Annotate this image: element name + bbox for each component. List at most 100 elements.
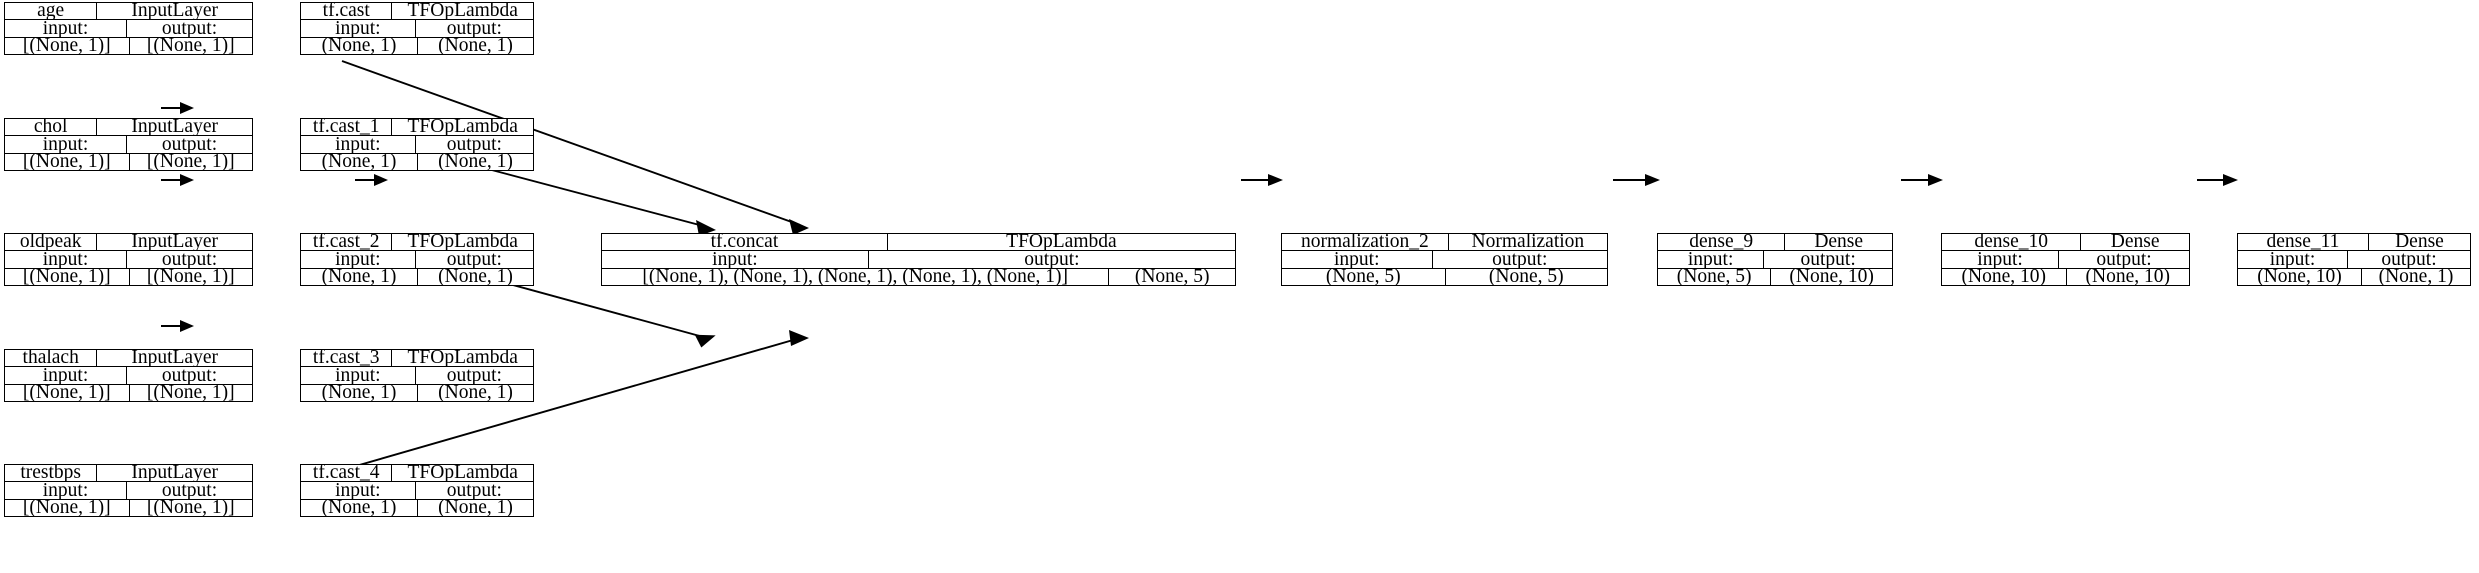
node-input-label: input:: [1333, 251, 1380, 268]
node-output-shape: (None, 1): [417, 384, 533, 401]
node-layer-name: dense_11: [2266, 234, 2340, 251]
graph-node-tf-concat[interactable]: tf.concat TFOpLambda input: output:[(None, …: [601, 233, 1236, 286]
node-layer-type: Dense: [2367, 234, 2470, 251]
node-input-label: input:: [42, 367, 89, 384]
node-layer-type: InputLayer: [96, 119, 252, 136]
node-input-shape: [(None, 1)]: [22, 499, 111, 516]
node-layer-type: TFOpLambda: [886, 234, 1235, 251]
node-input-shape: [(None, 1), (None, 1), (None, 1), (None,…: [642, 268, 1068, 285]
graph-node-dense-11[interactable]: dense_11 Dense input: output: (None, 10) (Non…: [2237, 233, 2471, 286]
node-output-label: output:: [126, 251, 252, 268]
node-output-label: output:: [867, 251, 1235, 268]
node-input-shape: (None, 5): [1676, 268, 1752, 285]
node-output-shape: [(None, 1)]: [128, 37, 253, 54]
node-input-label: input:: [42, 136, 89, 153]
node-layer-name: oldpeak: [19, 234, 82, 251]
node-layer-type: TFOpLambda: [391, 350, 533, 367]
node-layer-type: InputLayer: [96, 350, 252, 367]
edge-normalization-2-to-dense-9: [1613, 174, 1660, 186]
node-layer-type: Dense: [2080, 234, 2189, 251]
edge-tf-cast-2-to-tf-concat: [355, 174, 388, 186]
node-output-shape: [(None, 1)]: [128, 384, 253, 401]
node-input-shape: (None, 10): [2257, 268, 2342, 285]
edge-chol-to-tf-cast-1: [161, 102, 194, 114]
node-layer-type: InputLayer: [96, 234, 252, 251]
node-layer-name: dense_9: [1689, 234, 1754, 251]
node-output-label: output:: [414, 367, 533, 384]
node-input-shape: [(None, 1)]: [22, 37, 111, 54]
node-input-label: input:: [1687, 251, 1734, 268]
node-input-shape: (None, 1): [321, 384, 397, 401]
node-input-label: input:: [1977, 251, 2023, 268]
node-input-shape: (None, 5): [1325, 268, 1401, 285]
node-layer-type: Dense: [1784, 234, 1892, 251]
node-layer-type: InputLayer: [96, 3, 252, 20]
node-output-label: output:: [1763, 251, 1892, 268]
node-input-shape: (None, 1): [321, 153, 397, 170]
node-layer-type: TFOpLambda: [391, 234, 533, 251]
node-input-label: input:: [335, 482, 381, 499]
node-input-label: input:: [335, 136, 381, 153]
edge-dense-9-to-dense-10: [1901, 174, 1943, 186]
edge-trestbps-to-tf-cast-4: [161, 320, 194, 332]
node-layer-name: dense_10: [1974, 234, 2048, 251]
node-input-shape: [(None, 1)]: [22, 384, 111, 401]
node-layer-type: InputLayer: [96, 465, 252, 482]
node-layer-name: trestbps: [20, 465, 82, 482]
node-output-shape: (None, 1): [417, 37, 533, 54]
node-output-label: output:: [414, 482, 533, 499]
node-output-label: output:: [414, 20, 533, 37]
node-output-label: output:: [126, 20, 252, 37]
node-layer-name: thalach: [22, 350, 79, 367]
node-output-shape: [(None, 1)]: [128, 268, 253, 285]
node-layer-name: chol: [33, 119, 68, 136]
node-input-label: input:: [335, 367, 381, 384]
node-input-label: input:: [42, 251, 89, 268]
node-input-label: input:: [712, 251, 758, 268]
node-output-label: output:: [126, 482, 252, 499]
edge-dense-10-to-dense-11: [2197, 174, 2238, 186]
node-output-label: output:: [126, 136, 252, 153]
node-layer-name: tf.cast_1: [312, 119, 380, 136]
node-output-shape: [(None, 1)]: [128, 499, 253, 516]
node-input-label: input:: [2269, 251, 2316, 268]
node-output-label: output:: [126, 367, 252, 384]
node-layer-name: tf.cast_2: [312, 234, 380, 251]
edge-tf-concat-to-normalization-2: [1241, 174, 1283, 186]
node-output-shape: (None, 1): [417, 499, 533, 516]
node-output-shape: (None, 1): [417, 268, 533, 285]
node-layer-name: tf.cast: [322, 3, 370, 20]
node-input-label: input:: [42, 482, 89, 499]
node-layer-name: tf.concat: [710, 234, 779, 251]
node-input-shape: (None, 1): [321, 499, 397, 516]
graph-node-oldpeak[interactable]: oldpeak InputLayer input: output:[(None, 1)…: [4, 233, 253, 286]
node-input-label: input:: [335, 251, 381, 268]
node-output-label: output:: [2058, 251, 2189, 268]
node-output-shape: (None, 5): [1108, 268, 1235, 285]
node-input-shape: [(None, 1)]: [22, 153, 111, 170]
node-output-shape: (None, 1): [417, 153, 533, 170]
node-output-shape: (None, 1): [2360, 268, 2470, 285]
node-output-label: output:: [414, 251, 533, 268]
node-output-shape: (None, 10): [1770, 268, 1892, 285]
node-layer-type: TFOpLambda: [391, 465, 533, 482]
node-output-label: output:: [1431, 251, 1608, 268]
node-output-label: output:: [414, 136, 533, 153]
node-output-shape: (None, 5): [1444, 268, 1608, 285]
graph-node-dense-9[interactable]: dense_9 Dense input: output: (None, 5) (None,…: [1657, 233, 1893, 286]
node-output-label: output:: [2347, 251, 2470, 268]
node-input-shape: (None, 1): [321, 268, 397, 285]
node-input-label: input:: [335, 20, 381, 37]
